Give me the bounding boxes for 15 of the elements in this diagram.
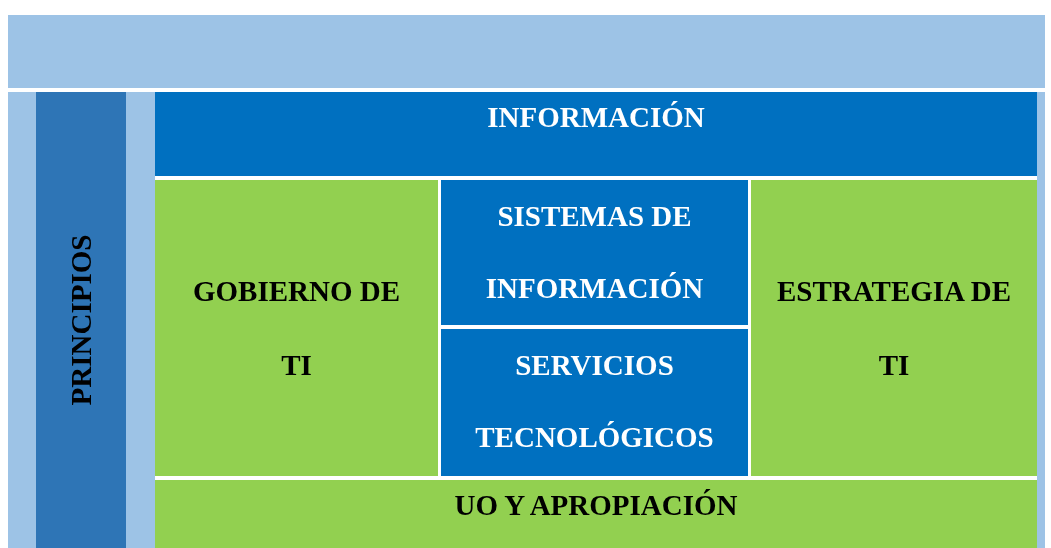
category-panel <box>751 180 1037 476</box>
category-label: SERVICIOS TECNOLÓGICOS <box>474 348 715 455</box>
category-panel <box>36 92 126 548</box>
category-panel <box>155 92 1037 176</box>
category-panel <box>155 180 438 476</box>
category-label: GOBIERNO DE TI <box>191 274 402 383</box>
category-label: PRINCIPIOS <box>64 234 98 406</box>
category-label: INFORMACIÓN <box>487 100 705 135</box>
category-panel <box>155 480 1037 548</box>
category-label: UO Y APROPIACIÓN <box>454 488 738 523</box>
category-label: SISTEMAS DE INFORMACIÓN <box>484 199 705 306</box>
category-panel <box>441 180 748 325</box>
category-label: ESTRATEGIA DE TI <box>776 274 1012 383</box>
header-band <box>8 15 1045 88</box>
category-panel <box>441 329 748 476</box>
